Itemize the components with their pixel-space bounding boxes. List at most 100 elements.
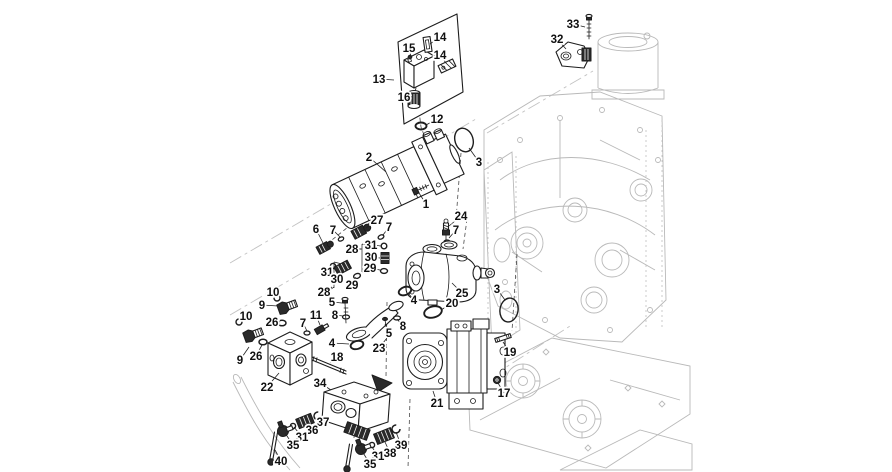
callout-25: 25 bbox=[456, 288, 469, 300]
callout-37: 37 bbox=[317, 417, 330, 429]
callout-33: 33 bbox=[567, 19, 580, 31]
manifold-block-22 bbox=[267, 331, 313, 386]
callout-4: 4 bbox=[411, 295, 418, 307]
callout-8: 8 bbox=[332, 310, 339, 322]
callout-5: 5 bbox=[329, 297, 336, 309]
leader-line-6 bbox=[315, 228, 324, 244]
leader-lines bbox=[239, 23, 586, 465]
callout-9: 9 bbox=[237, 355, 243, 367]
nut-17 bbox=[492, 375, 502, 385]
o-ring-26b bbox=[258, 338, 268, 346]
leader-line-25 bbox=[451, 282, 463, 294]
bolt-40 bbox=[267, 431, 279, 466]
leader-line-24 bbox=[448, 215, 462, 227]
adapter-30a bbox=[380, 252, 390, 264]
bolt-bottom bbox=[343, 443, 354, 472]
plug-9b bbox=[242, 327, 265, 343]
cartridge-valve-center bbox=[343, 421, 371, 441]
leader-line-10 bbox=[272, 291, 278, 298]
callout-27: 27 bbox=[371, 215, 384, 227]
callout-8: 8 bbox=[400, 321, 407, 333]
leader-line-21 bbox=[432, 390, 438, 404]
filter-cylinder bbox=[591, 32, 665, 100]
valve-set-left bbox=[267, 411, 323, 466]
leader-line-31 bbox=[293, 426, 303, 438]
gear-pump bbox=[329, 128, 465, 230]
transmission-housing-context bbox=[229, 32, 693, 471]
callout-31: 31 bbox=[365, 240, 378, 252]
callout-5: 5 bbox=[386, 328, 393, 340]
callout-34: 34 bbox=[314, 378, 327, 390]
bolt-1 bbox=[411, 184, 430, 196]
callout-9: 9 bbox=[259, 300, 265, 312]
leader-line-36 bbox=[305, 423, 313, 431]
callout-21: 21 bbox=[431, 398, 444, 410]
callout-1: 1 bbox=[423, 199, 430, 211]
callout-7: 7 bbox=[300, 318, 306, 330]
leader-line-23 bbox=[378, 337, 388, 349]
leader-line-5 bbox=[331, 301, 343, 304]
housing-body bbox=[483, 91, 667, 343]
callout-29: 29 bbox=[364, 263, 377, 275]
leader-line-15 bbox=[408, 47, 412, 58]
leader-line-31 bbox=[370, 244, 382, 247]
fitting-6 bbox=[315, 240, 334, 255]
leader-line-29 bbox=[351, 276, 357, 286]
leader-line-20 bbox=[440, 302, 453, 311]
callout-35: 35 bbox=[287, 440, 300, 452]
leader-line-7 bbox=[332, 229, 341, 238]
o-ring-3a bbox=[453, 127, 475, 153]
adapter-30b bbox=[333, 259, 352, 276]
leader-line-28 bbox=[323, 286, 333, 293]
leader-line-30 bbox=[336, 270, 344, 280]
callout-28: 28 bbox=[346, 244, 359, 256]
washer-8a bbox=[341, 314, 351, 320]
callout-22: 22 bbox=[261, 382, 274, 394]
callout-16: 16 bbox=[398, 92, 411, 104]
valve-kit-box bbox=[397, 13, 464, 125]
bolt-5a bbox=[341, 296, 349, 324]
callout-31: 31 bbox=[296, 432, 309, 444]
leader-line-37 bbox=[317, 416, 324, 423]
stud-19 bbox=[494, 333, 512, 343]
filter-screen bbox=[407, 87, 421, 110]
leader-line-9 bbox=[239, 346, 250, 361]
callout-13: 13 bbox=[373, 74, 386, 86]
leader-line-9 bbox=[261, 304, 279, 307]
callout-31: 31 bbox=[321, 267, 334, 279]
callout-4: 4 bbox=[329, 338, 336, 350]
sensor-11 bbox=[313, 323, 330, 336]
callout-24: 24 bbox=[455, 211, 468, 223]
connector-plate bbox=[422, 35, 433, 53]
callout-10: 10 bbox=[240, 311, 253, 323]
valve-set-right bbox=[343, 424, 401, 472]
callout-14: 14 bbox=[434, 32, 447, 44]
stud-18 bbox=[311, 356, 347, 375]
callout-26: 26 bbox=[250, 351, 263, 363]
mount-bracket-32 bbox=[555, 41, 592, 69]
leader-line-18 bbox=[329, 356, 338, 364]
callout-17: 17 bbox=[498, 388, 511, 400]
bracket-28b bbox=[329, 261, 341, 291]
leader-line-16 bbox=[403, 96, 410, 100]
leader-line-7 bbox=[302, 322, 308, 332]
callout-12: 12 bbox=[431, 114, 444, 126]
leader-line-11 bbox=[315, 314, 321, 326]
o-ring-29b bbox=[352, 272, 362, 280]
leader-line-17 bbox=[497, 382, 505, 394]
leader-line-7 bbox=[448, 229, 457, 239]
leader-line-3 bbox=[496, 288, 506, 301]
o-ring-4b bbox=[349, 339, 365, 351]
screw-33 bbox=[585, 13, 593, 40]
leader-line-13 bbox=[378, 78, 395, 81]
callout-15: 15 bbox=[403, 43, 416, 55]
callout-2: 2 bbox=[366, 152, 372, 164]
callout-19: 19 bbox=[504, 347, 517, 359]
callout-7: 7 bbox=[386, 222, 392, 234]
callout-26: 26 bbox=[266, 317, 279, 329]
callout-30: 30 bbox=[365, 252, 378, 264]
piston-pump-21 bbox=[402, 318, 507, 410]
leader-line-29 bbox=[369, 267, 381, 271]
